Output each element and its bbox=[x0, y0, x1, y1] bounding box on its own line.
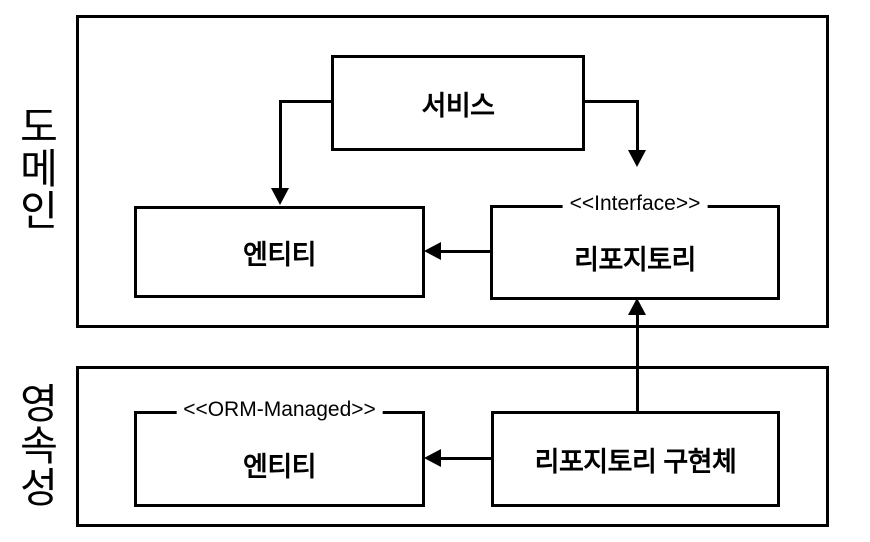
node-orm-entity-title: 엔티티 bbox=[242, 451, 317, 482]
edge-repository-to-entity-arrowhead bbox=[424, 242, 441, 260]
node-orm-entity[interactable]: <<ORM-Managed>> 엔티티 bbox=[134, 399, 425, 507]
layer-label-domain-char-0: 도 bbox=[20, 104, 58, 151]
node-repository-interface[interactable]: <<Interface>> 리포지토리 bbox=[490, 193, 780, 300]
node-repository-impl[interactable]: 리포지토리 구현체 bbox=[491, 411, 780, 507]
layer-label-domain: 도 메 인 bbox=[12, 105, 66, 235]
layer-label-domain-char-1: 메 bbox=[20, 146, 58, 193]
node-service[interactable]: 서비스 bbox=[331, 55, 585, 151]
edge-service-to-entity-arrowhead bbox=[271, 188, 289, 205]
edge-impl-to-interface-line bbox=[636, 314, 639, 413]
edge-service-to-repository-vertical bbox=[636, 100, 639, 152]
node-repository-impl-title: 리포지토리 구현체 bbox=[534, 446, 737, 477]
node-repository-interface-stereotype: <<Interface>> bbox=[562, 193, 708, 214]
layer-panel-domain bbox=[76, 15, 829, 328]
edge-service-to-entity-vertical bbox=[279, 100, 282, 190]
node-domain-entity[interactable]: 엔티티 bbox=[134, 206, 425, 298]
node-repository-interface-title: 리포지토리 bbox=[574, 245, 696, 275]
layer-panel-persistence bbox=[76, 366, 829, 527]
layer-label-persistence-char-2: 성 bbox=[20, 464, 58, 511]
edge-impl-to-orm-entity-line bbox=[440, 457, 493, 460]
node-domain-entity-title: 엔티티 bbox=[242, 239, 317, 270]
layer-label-domain-char-2: 인 bbox=[20, 187, 58, 234]
layer-label-persistence-char-1: 속 bbox=[20, 423, 58, 470]
node-orm-entity-stereotype: <<ORM-Managed>> bbox=[176, 399, 383, 420]
edge-service-to-entity-horizontal bbox=[279, 100, 333, 103]
layer-label-persistence: 영 속 성 bbox=[12, 382, 66, 512]
edge-service-to-repository-arrowhead bbox=[628, 150, 646, 167]
edge-repository-to-entity-line bbox=[440, 250, 492, 253]
edge-impl-to-orm-entity-arrowhead bbox=[424, 449, 441, 467]
edge-impl-to-interface-arrowhead bbox=[628, 298, 646, 315]
edge-service-to-repository-horizontal bbox=[583, 100, 639, 103]
node-service-title: 서비스 bbox=[421, 90, 495, 121]
layer-label-persistence-char-0: 영 bbox=[20, 381, 58, 428]
